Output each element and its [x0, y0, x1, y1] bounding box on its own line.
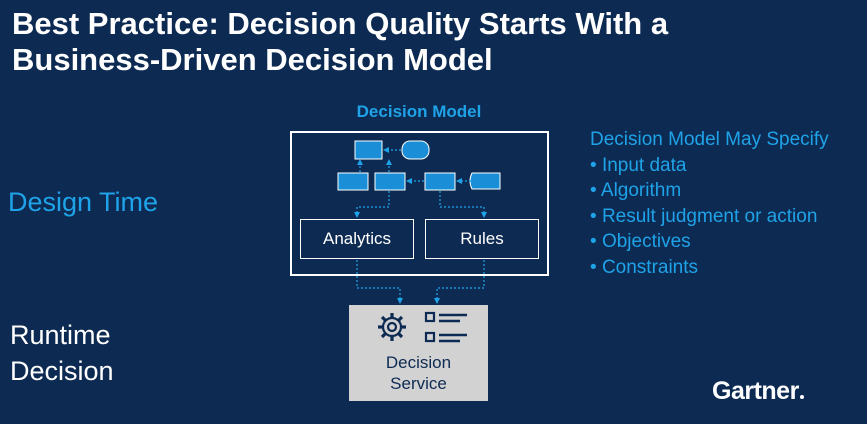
node-top-knowledge — [401, 140, 430, 160]
edge-model-to-rules — [439, 191, 487, 218]
slide-title: Best Practice: Decision Quality Starts W… — [12, 6, 862, 78]
decision-service-label: Decision Service — [349, 352, 488, 394]
edge-rules-to-service — [434, 260, 485, 304]
decision-model-title: Decision Model — [356, 102, 482, 121]
node-mid-left — [337, 172, 369, 191]
gartner-logo: Gartner — [712, 377, 804, 406]
node-mid-center — [374, 172, 406, 191]
node-top-decision — [354, 140, 383, 160]
node-input-data — [469, 172, 501, 190]
runtime-decision-label: Runtime Decision — [10, 317, 114, 389]
decision-service-line-1: Decision — [385, 353, 452, 372]
specify-item-algorithm: Algorithm — [590, 178, 829, 204]
specify-item-constraints: Constraints — [590, 255, 829, 281]
decision-model-frame — [290, 131, 549, 276]
specify-heading: Decision Model May Specify — [590, 129, 829, 150]
edge-analytics-to-service — [356, 260, 403, 304]
runtime-line-2: Decision — [10, 356, 114, 386]
logo-dot — [799, 395, 804, 399]
gear-icon — [378, 313, 406, 341]
specify-item-input-data: Input data — [590, 153, 829, 179]
decision-service-line-2: Service — [390, 374, 447, 393]
title-line-2: Business-Driven Decision Model — [12, 42, 493, 77]
specify-list: Decision Model May Specify Input data Al… — [590, 127, 829, 280]
title-line-1: Best Practice: Decision Quality Starts W… — [12, 6, 669, 41]
decision-service-box — [349, 305, 488, 401]
runtime-line-1: Runtime — [10, 320, 111, 350]
specify-item-result: Result judgment or action — [590, 204, 829, 230]
analytics-box: Analytics — [300, 219, 414, 259]
rules-box: Rules — [425, 219, 539, 259]
design-time-label: Design Time — [8, 187, 159, 217]
gartner-logo-text: Gartner — [712, 377, 799, 405]
edge-model-to-analytics — [354, 191, 390, 218]
specify-item-objectives: Objectives — [590, 229, 829, 255]
node-mid-right — [424, 172, 456, 191]
list-icon — [424, 311, 467, 343]
